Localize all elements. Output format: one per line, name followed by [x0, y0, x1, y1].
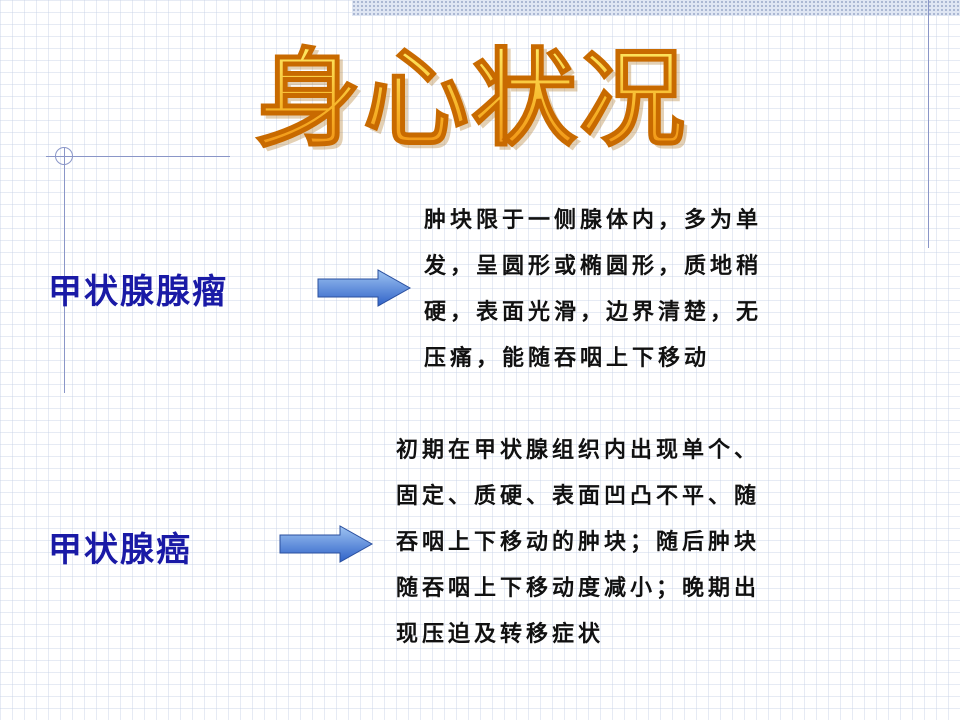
description-thyroid-adenoma: 肿块限于一侧腺体内，多为单 发，呈圆形或椭圆形，质地稍 硬，表面光滑，边界清楚，… [424, 198, 924, 382]
crosshair-circle-icon [55, 147, 73, 165]
description-line: 压痛，能随吞咽上下移动 [424, 346, 711, 371]
slide-title: 身心状况 身心状况 [236, 26, 706, 166]
label-thyroid-cancer: 甲状腺癌 [48, 530, 192, 570]
description-thyroid-cancer: 初期在甲状腺组织内出现单个、 固定、质硬、表面凹凸不平、随 吞咽上下移动的肿块；… [396, 428, 926, 658]
description-line: 随吞咽上下移动度减小；晚期出 [396, 576, 761, 601]
right-decorative-line [928, 0, 929, 248]
slide-title-text: 身心状况 [255, 38, 687, 161]
right-block-arrow-icon [278, 524, 374, 564]
description-line: 硬，表面光滑，边界清楚，无 [424, 300, 763, 325]
description-line: 固定、质硬、表面凹凸不平、随 [396, 484, 761, 509]
label-thyroid-adenoma: 甲状腺腺瘤 [48, 272, 228, 312]
horizontal-decorative-line [46, 156, 230, 157]
description-line: 吞咽上下移动的肿块；随后肿块 [396, 530, 761, 555]
description-line: 现压迫及转移症状 [396, 622, 605, 647]
description-line: 初期在甲状腺组织内出现单个、 [396, 438, 761, 463]
top-decorative-band [352, 0, 960, 16]
right-block-arrow-icon [316, 268, 412, 308]
slide-title-shadow: 身心状况 [259, 42, 691, 165]
description-line: 发，呈圆形或椭圆形，质地稍 [424, 254, 763, 279]
description-line: 肿块限于一侧腺体内，多为单 [424, 208, 763, 233]
left-decorative-line [64, 148, 65, 393]
